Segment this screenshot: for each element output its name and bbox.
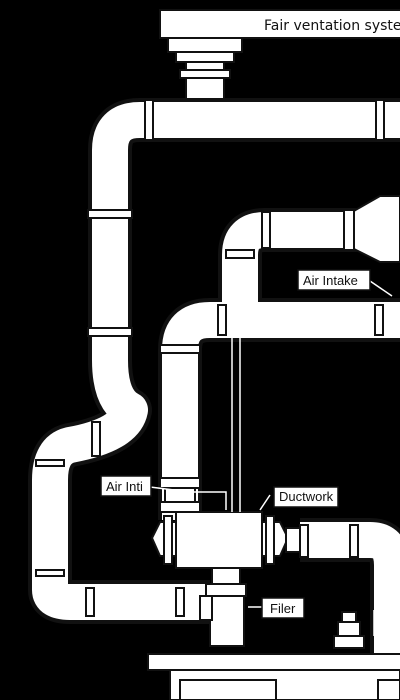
pipe-couplings [35, 99, 385, 617]
leader-lines [149, 280, 393, 636]
duct-unit [150, 477, 301, 569]
valve [333, 611, 365, 649]
intake-reducer [343, 195, 400, 263]
top-outlet [167, 37, 243, 105]
label-ductwork: Ductwork [273, 486, 339, 508]
label-filter: Filer [261, 597, 305, 619]
base-platform [147, 653, 400, 700]
filter-housing [199, 567, 247, 647]
label-air-intake-left: Air Inti [100, 475, 152, 497]
filter-text: Filer [270, 601, 296, 616]
diagram-title: Fair ventation syste [264, 18, 400, 34]
air-intake-top-text: Air Intake [303, 273, 358, 288]
title-box: Fair ventation syste [159, 9, 400, 39]
ductwork-text: Ductwork [279, 489, 334, 504]
air-intake-left-text: Air Inti [106, 479, 143, 494]
label-air-intake-top: Air Intake [297, 269, 371, 291]
